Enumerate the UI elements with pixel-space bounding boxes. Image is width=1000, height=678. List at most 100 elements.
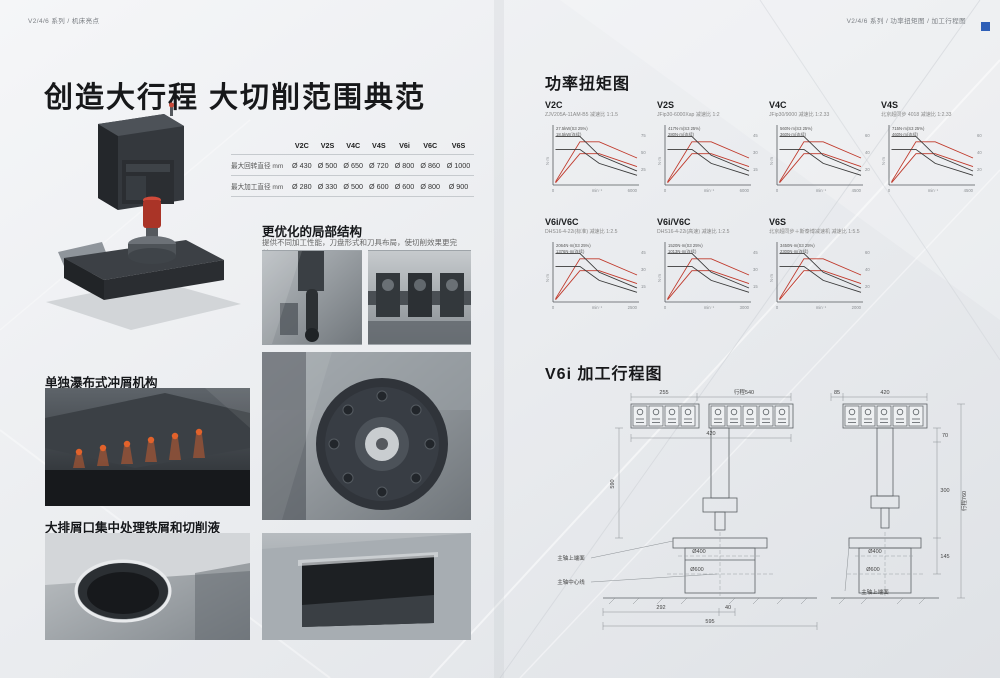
svg-text:20: 20 <box>977 167 982 172</box>
svg-text:15: 15 <box>753 167 758 172</box>
power-torque-title: 功率扭矩图 <box>545 76 631 93</box>
svg-text:280N·m(连续): 280N·m(连续) <box>668 131 695 138</box>
svg-text:20: 20 <box>865 167 870 172</box>
svg-text:min⁻¹: min⁻¹ <box>704 305 715 310</box>
svg-text:min⁻¹: min⁻¹ <box>928 188 939 193</box>
section-heading-chip: 大排屑口集中处理铁屑和切削液 <box>45 521 221 535</box>
svg-text:360N·m(连续): 360N·m(连续) <box>780 131 807 138</box>
photo-chip-opening-rect <box>262 533 471 640</box>
svg-text:417N·m(S3 25%): 417N·m(S3 25%) <box>668 126 701 131</box>
svg-text:715N·m(S3 25%): 715N·m(S3 25%) <box>892 126 925 131</box>
dimension-label: 70 <box>942 433 948 439</box>
spec-row-label: 最大加工直径 mm <box>231 175 289 197</box>
svg-text:2064N·m(S3 25%): 2064N·m(S3 25%) <box>556 243 591 248</box>
svg-text:60: 60 <box>977 133 982 138</box>
svg-text:3450N·m(S3 25%): 3450N·m(S3 25%) <box>780 243 815 248</box>
svg-text:N·m: N·m <box>769 157 774 165</box>
svg-text:50: 50 <box>641 150 646 155</box>
spec-model-header: V6C <box>423 141 438 150</box>
svg-text:1013N·m(连续): 1013N·m(连续) <box>668 248 697 255</box>
machine-illustration <box>46 102 241 330</box>
chart-subtitle: DHS16-4-22i(标准) 减速比 1:2.5 <box>545 229 618 235</box>
spec-value: Ø 430 <box>289 154 315 176</box>
dimension-label: 595 <box>705 619 714 625</box>
spec-value: Ø 800 <box>391 154 418 176</box>
svg-text:460N·m(连续): 460N·m(连续) <box>892 131 919 138</box>
spec-model-header: V6i <box>399 141 410 150</box>
spec-value: Ø 900 <box>443 175 474 197</box>
corner-accent-square <box>981 22 990 31</box>
svg-text:45: 45 <box>753 133 758 138</box>
spec-model-header: V2C <box>294 141 309 150</box>
photo-chip-opening-round <box>45 533 250 640</box>
spec-value: Ø 500 <box>340 175 367 197</box>
svg-text:20: 20 <box>865 284 870 289</box>
spec-value: Ø 600 <box>391 175 418 197</box>
dimension-label: 主轴中心线 <box>557 578 585 586</box>
dimension-label: 292 <box>656 605 665 611</box>
spec-value: Ø 500 <box>314 154 341 176</box>
svg-text:2300N·m(连续): 2300N·m(连续) <box>780 248 809 255</box>
dimension-label: Ø400 <box>868 549 881 555</box>
svg-text:2500: 2500 <box>628 305 638 310</box>
svg-text:N·m: N·m <box>769 274 774 282</box>
torque-chart: V6i/V6C DHS16-4-22i(标准) 减速比 1:2.5 2064N·m(… <box>545 217 649 314</box>
chart-model-name: V2S <box>657 100 675 110</box>
svg-text:min⁻¹: min⁻¹ <box>592 188 603 193</box>
chart-subtitle: 北京超同步＋斯泰博减速机 减速比 1:5.5 <box>769 229 860 235</box>
dimension-label: 145 <box>940 554 949 560</box>
svg-text:2000: 2000 <box>852 305 862 310</box>
spec-value: Ø 600 <box>366 175 392 197</box>
chart-subtitle: DHS16-4-22i(高速) 减速比 1:2.5 <box>657 229 730 235</box>
dimension-label: 255 <box>659 390 668 396</box>
dimension-label: Ø400 <box>692 549 705 555</box>
page-header-left: V2/4/6 系列 / 机床亮点 <box>28 18 100 25</box>
svg-text:40: 40 <box>977 150 982 155</box>
svg-text:0: 0 <box>552 305 555 310</box>
svg-text:60: 60 <box>865 133 870 138</box>
svg-text:0: 0 <box>776 305 779 310</box>
svg-text:1520N·m(S3 25%): 1520N·m(S3 25%) <box>668 243 703 248</box>
svg-text:30: 30 <box>753 267 758 272</box>
svg-text:0: 0 <box>552 188 555 193</box>
torque-chart: V2S JFip30-6000Xap 减速比 1:2 417N·m(S3 25%)2… <box>657 100 761 197</box>
photo-coolant-nozzles <box>45 388 250 506</box>
photo-tool-stations <box>368 250 471 345</box>
svg-text:560N·m(S3 25%): 560N·m(S3 25%) <box>780 126 813 131</box>
svg-text:30: 30 <box>753 150 758 155</box>
svg-text:min⁻¹: min⁻¹ <box>816 305 827 310</box>
chart-subtitle: JFip30-6000Xap 减速比 1:2 <box>657 112 720 118</box>
section-heading-structure: 更优化的局部结构 <box>262 225 363 239</box>
svg-text:0: 0 <box>776 188 779 193</box>
svg-text:min⁻¹: min⁻¹ <box>816 188 827 193</box>
dimension-label: Ø600 <box>690 567 703 573</box>
svg-text:3000: 3000 <box>740 305 750 310</box>
dimension-label: 85 <box>834 390 840 396</box>
svg-text:40: 40 <box>865 267 870 272</box>
chart-subtitle: 北京超同步 4018 减速比 1:2.33 <box>881 112 952 118</box>
spec-model-header: V6S <box>451 141 466 150</box>
svg-text:45: 45 <box>641 250 646 255</box>
spec-value: Ø 1000 <box>443 154 474 176</box>
dimension-label: 行程760 <box>960 491 968 511</box>
svg-text:40: 40 <box>865 150 870 155</box>
dimension-label: 行程540 <box>734 388 754 396</box>
section-heading-flush: 单独瀑布式冲屑机构 <box>45 376 158 390</box>
chart-model-name: V6i/V6C <box>545 217 579 227</box>
dimension-label: 420 <box>880 390 889 396</box>
svg-text:27.5kW(S3 25%): 27.5kW(S3 25%) <box>556 126 588 131</box>
